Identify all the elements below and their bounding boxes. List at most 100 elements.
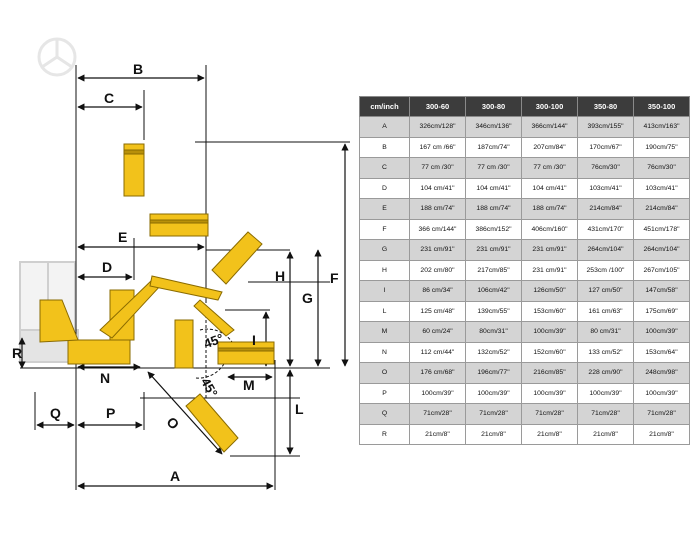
table-cell: 126cm/50" xyxy=(521,280,578,302)
table-cell: 71cm/28" xyxy=(521,403,578,425)
row-dimension-letter: R xyxy=(359,423,410,445)
table-cell: 187cm/74" xyxy=(465,136,522,158)
table-cell: 413cm/163" xyxy=(633,116,690,138)
table-cell: 264cm/104" xyxy=(633,239,690,261)
table-cell: 188 cm/74" xyxy=(521,198,578,220)
row-dimension-letter: I xyxy=(359,280,410,302)
row-dimension-letter: E xyxy=(359,198,410,220)
table-cell: 170cm/67" xyxy=(577,136,634,158)
table-cell: 21cm/8" xyxy=(465,423,522,445)
label-d: D xyxy=(102,259,112,275)
table-cell: 112 cm/44" xyxy=(409,341,466,363)
table-cell: 231 cm/91" xyxy=(465,239,522,261)
table-cell: 104 cm/41" xyxy=(409,177,466,199)
table-cell: 188 cm/74" xyxy=(409,198,466,220)
table-cell: 161 cm/63" xyxy=(577,300,634,322)
table-cell: 21cm/8" xyxy=(521,423,578,445)
table-cell: 207cm/84" xyxy=(521,136,578,158)
table-cell: 60 cm/24" xyxy=(409,321,466,343)
table-cell: 100cm/39" xyxy=(465,382,522,404)
label-l: L xyxy=(295,401,304,417)
row-dimension-letter: L xyxy=(359,300,410,322)
row-dimension-letter: M xyxy=(359,321,410,343)
table-cell: 21cm/8" xyxy=(577,423,634,445)
table-cell: 267cm/105" xyxy=(633,259,690,281)
table-cell: 264cm/104" xyxy=(577,239,634,261)
row-dimension-letter: F xyxy=(359,218,410,240)
table-cell: 133 cm/52" xyxy=(577,341,634,363)
table-cell: 76cm/30" xyxy=(577,157,634,179)
table-header-model: 350-80 xyxy=(577,96,634,117)
table-cell: 231 cm/91" xyxy=(521,259,578,281)
table-cell: 100cm/39" xyxy=(409,382,466,404)
label-i: I xyxy=(252,332,256,348)
table-cell: 106cm/42" xyxy=(465,280,522,302)
table-header-model: 300-80 xyxy=(465,96,522,117)
table-header-model: 300-60 xyxy=(409,96,466,117)
table-cell: 346cm/136" xyxy=(465,116,522,138)
mower-machine xyxy=(39,143,275,453)
table-cell: 152cm/60" xyxy=(521,341,578,363)
table-cell: 231 cm/91" xyxy=(409,239,466,261)
row-dimension-letter: A xyxy=(359,116,410,138)
table-cell: 248cm/98" xyxy=(633,362,690,384)
row-dimension-letter: N xyxy=(359,341,410,363)
table-cell: 80cm/31" xyxy=(465,321,522,343)
table-cell: 431cm/170" xyxy=(577,218,634,240)
table-cell: 406cm/160" xyxy=(521,218,578,240)
dimension-labels: B C E D F G H I L M N Q P A R O 45° 45° xyxy=(12,61,339,484)
table-cell: 77 cm /30" xyxy=(521,157,578,179)
table-cell: 147cm/58" xyxy=(633,280,690,302)
dimension-diagram: B C E D F G H I L M N Q P A R O 45° 45° xyxy=(12,37,350,490)
table-cell: 196cm/77" xyxy=(465,362,522,384)
table-cell: 228 cm/90" xyxy=(577,362,634,384)
table-header-model: 300-100 xyxy=(521,96,578,117)
row-dimension-letter: Q xyxy=(359,403,410,425)
label-f: F xyxy=(330,270,339,286)
table-cell: 188 cm/74" xyxy=(465,198,522,220)
table-cell: 100cm/39" xyxy=(633,382,690,404)
table-cell: 153cm/60" xyxy=(521,300,578,322)
label-q: Q xyxy=(50,405,61,421)
label-a: A xyxy=(170,468,180,484)
table-cell: 71cm/28" xyxy=(633,403,690,425)
table-cell: 153cm/64" xyxy=(633,341,690,363)
row-dimension-letter: G xyxy=(359,239,410,261)
table-cell: 103cm/41" xyxy=(577,177,634,199)
label-b: B xyxy=(133,61,143,77)
table-header-unit: cm/inch xyxy=(359,96,410,117)
table-cell: 366 cm/144" xyxy=(409,218,466,240)
table-cell: 214cm/84" xyxy=(577,198,634,220)
table-cell: 100cm/39" xyxy=(577,382,634,404)
table-cell: 326cm/128" xyxy=(409,116,466,138)
label-m: M xyxy=(243,377,255,393)
label-c: C xyxy=(104,90,114,106)
table-cell: 77 cm /30" xyxy=(465,157,522,179)
watermark-logo xyxy=(37,37,77,77)
table-cell: 71cm/28" xyxy=(577,403,634,425)
label-r: R xyxy=(12,345,22,361)
table-cell: 71cm/28" xyxy=(409,403,466,425)
table-cell: 139cm/55" xyxy=(465,300,522,322)
table-cell: 21cm/8" xyxy=(633,423,690,445)
angle-label-upper: 45° xyxy=(202,330,226,351)
table-cell: 132cm/52" xyxy=(465,341,522,363)
table-cell: 76cm/30" xyxy=(633,157,690,179)
row-dimension-letter: P xyxy=(359,382,410,404)
table-cell: 125 cm/48" xyxy=(409,300,466,322)
row-dimension-letter: C xyxy=(359,157,410,179)
label-h: H xyxy=(275,268,285,284)
